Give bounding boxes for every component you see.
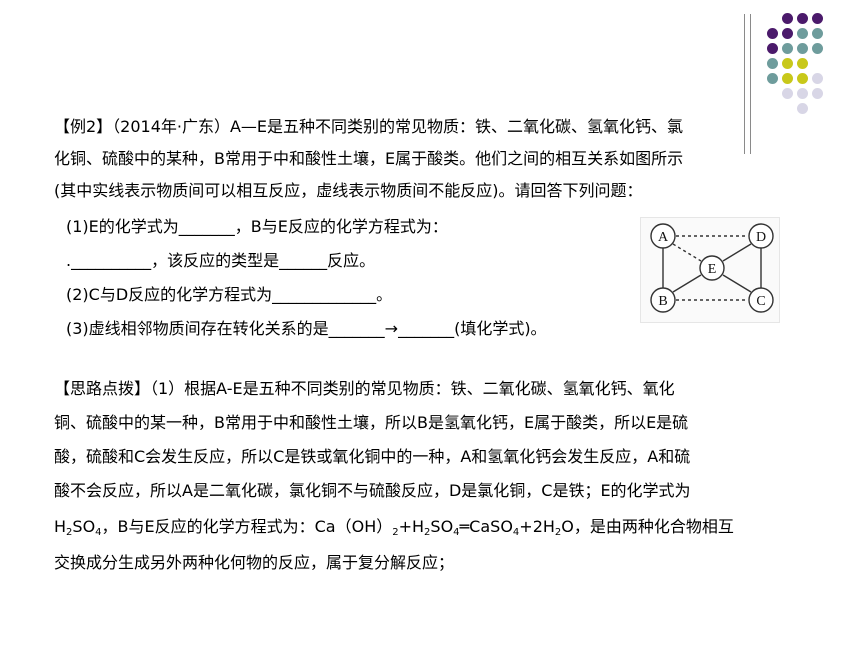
analysis-line: 【思路点拨】（1）根据A-E是五种不同类别的常见物质：铁、二氧化碳、氢氧化钙、氧…: [54, 379, 675, 398]
decorative-dot: [782, 88, 793, 99]
node-label-d: D: [756, 230, 766, 245]
node-d: [748, 223, 774, 249]
decorative-dot: [812, 88, 823, 99]
decorative-dot: [767, 73, 778, 84]
node-label-a: A: [658, 230, 669, 245]
divider-line: [750, 14, 751, 154]
node-a: [650, 223, 676, 249]
decorative-dot: [767, 28, 778, 39]
analysis-formula-line: H2SO4，B与E反应的化学方程式为：Ca（OH）2+H2SO4═CaSO4+2…: [54, 517, 734, 538]
node-b: [650, 287, 676, 313]
decorative-dot: [797, 73, 808, 84]
relationship-diagram: A D E B C: [640, 217, 780, 323]
question-line: (3)虚线相邻物质间存在转化关系的是_______→_______(填化学式)。: [66, 319, 547, 338]
example-line: 化铜、硫酸中的某种，B常用于中和酸性土壤，E属于酸类。他们之间的相互关系如图所示: [54, 149, 684, 168]
example-line: (其中实线表示物质间可以相互反应，虚线表示物质间不能反应)。请回答下列问题：: [54, 181, 643, 200]
analysis-line: 交换成分生成另外两种化何物的反应，属于复分解反应；: [54, 553, 455, 572]
node-label-c: C: [756, 294, 765, 309]
decorative-dot: [812, 43, 823, 54]
node-label-e: E: [708, 262, 717, 277]
analysis-line: 铜、硫酸中的某一种，B常用于中和酸性土壤，所以B是氢氧化钙，E属于酸类，所以E是…: [54, 413, 689, 432]
edge-d-e: [722, 243, 752, 262]
node-label-b: B: [658, 294, 667, 309]
decorative-dot: [812, 73, 823, 84]
example-line: 【例2】（2014年·广东）A—E是五种不同类别的常见物质：铁、二氧化碳、氢氧化…: [54, 117, 684, 136]
decorative-dot: [797, 103, 808, 114]
question-line: .__________，该反应的类型是______反应。: [66, 251, 376, 270]
decorative-dot: [782, 43, 793, 54]
decorative-dot: [797, 88, 808, 99]
node-c: [748, 287, 774, 313]
divider-line: [744, 14, 745, 154]
edge-c-e: [722, 274, 752, 293]
decorative-dot: [797, 13, 808, 24]
decorative-dot: [782, 58, 793, 69]
decorative-dot: [782, 13, 793, 24]
node-e: [699, 255, 725, 281]
decorative-dot: [782, 73, 793, 84]
question-line: (2)C与D反应的化学方程式为_____________。: [66, 285, 393, 304]
decorative-dot: [767, 58, 778, 69]
analysis-line: 酸，硫酸和C会发生反应，所以C是铁或氧化铜中的一种，A和氢氧化钙会发生反应，A和…: [54, 447, 691, 466]
edge-b-e: [672, 274, 702, 293]
analysis-line: 酸不会反应，所以A是二氧化碳，氯化铜不与硫酸反应，D是氯化铜，C是铁；E的化学式…: [54, 481, 691, 500]
decorative-dot: [812, 28, 823, 39]
decorative-dot: [797, 43, 808, 54]
decorative-dot: [767, 43, 778, 54]
decorative-dot: [812, 13, 823, 24]
decorative-dot: [797, 58, 808, 69]
decorative-dot: [782, 28, 793, 39]
question-line: (1)E的化学式为_______，B与E反应的化学方程式为：: [66, 217, 448, 236]
decorative-dot: [797, 28, 808, 39]
